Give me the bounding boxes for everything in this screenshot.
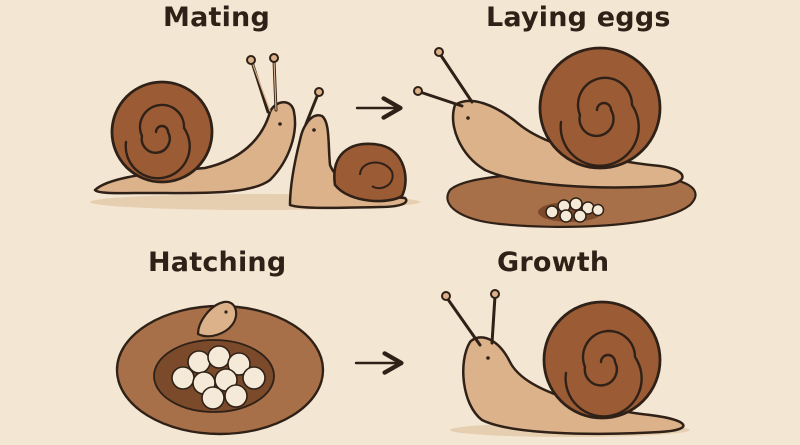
hatching-eggs-icon: [115, 300, 325, 436]
stage-label-mating: Mating: [163, 2, 270, 33]
stage-label-hatching: Hatching: [148, 247, 287, 278]
snail-laying-eggs-icon: [413, 46, 697, 228]
stage-label-growth: Growth: [497, 247, 610, 278]
stage-label-laying-eggs: Laying eggs: [486, 2, 671, 33]
grown-snail-icon: [441, 289, 690, 437]
mating-snails-icon: [90, 53, 420, 210]
